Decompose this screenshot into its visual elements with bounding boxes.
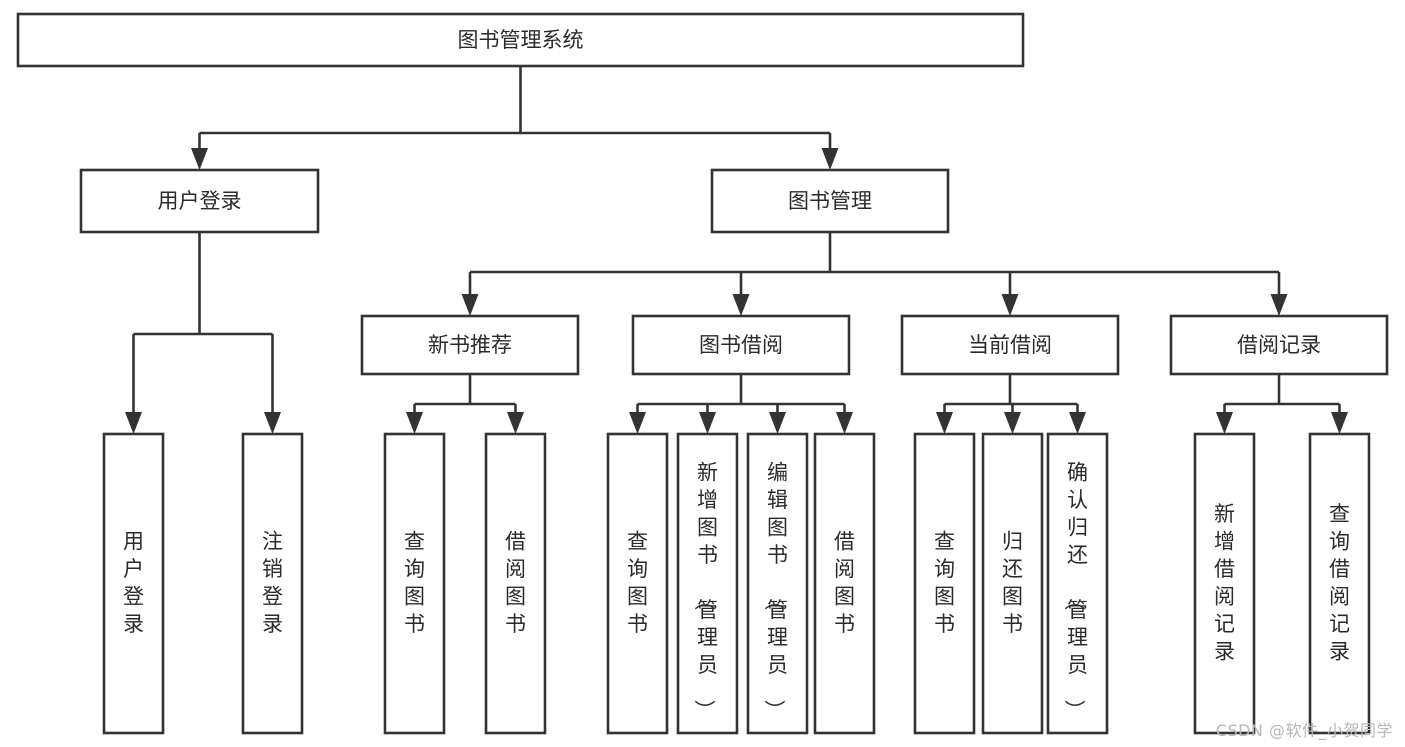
node-box-leaf-user-login[interactable] (102, 432, 165, 735)
node-box-leaf-query-book-3[interactable] (913, 432, 976, 735)
node-book-borrow[interactable]: 图书借阅 (631, 314, 851, 376)
node-leaf-query-book-2[interactable]: 查询图书 (606, 432, 669, 735)
node-box-leaf-borrow-book-2[interactable] (813, 432, 876, 735)
node-box-leaf-query-record[interactable] (1308, 432, 1371, 735)
node-leaf-query-book-1[interactable]: 查询图书 (383, 432, 446, 735)
node-label-leaf-query-book-3: 查询图书 (934, 529, 955, 636)
node-leaf-borrow-book-1[interactable]: 借阅图书 (484, 432, 547, 735)
node-book-manage[interactable]: 图书管理 (710, 168, 950, 234)
node-box-leaf-add-book-admin[interactable] (676, 432, 739, 735)
node-box-current-borrow[interactable] (900, 314, 1120, 376)
node-box-user-login[interactable] (79, 168, 320, 234)
node-box-leaf-query-book-1[interactable] (383, 432, 446, 735)
node-leaf-query-record[interactable]: 查询借阅记录 (1308, 432, 1371, 735)
node-label-book-manage: 图书管理 (788, 189, 872, 213)
connector-group-user-login (125, 232, 281, 434)
node-label-user-login: 用户登录 (158, 189, 242, 213)
node-leaf-query-book-3[interactable]: 查询图书 (913, 432, 976, 735)
node-label-leaf-add-record: 新增借阅记录 (1214, 502, 1235, 664)
node-box-leaf-add-record[interactable] (1193, 432, 1256, 735)
connector-group-current-borrow (936, 374, 1086, 434)
node-label-leaf-borrow-book-2: 借阅图书 (834, 529, 855, 636)
node-label-leaf-borrow-book-1: 借阅图书 (505, 529, 526, 636)
node-box-book-manage[interactable] (710, 168, 950, 234)
node-label-leaf-user-login: 用户登录 (123, 529, 144, 636)
node-box-leaf-borrow-book-1[interactable] (484, 432, 547, 735)
node-box-book-borrow[interactable] (631, 314, 851, 376)
node-label-leaf-query-record: 查询借阅记录 (1329, 502, 1350, 664)
node-label-root: 图书管理系统 (458, 28, 584, 52)
node-box-leaf-confirm-return[interactable] (1046, 432, 1109, 735)
node-box-new-book-recommend[interactable] (360, 314, 580, 376)
node-leaf-confirm-return[interactable]: 确认归还（管理员） (1046, 432, 1109, 735)
watermark-text: CSDN @软件_小贺同学 (1215, 721, 1393, 740)
node-user-login[interactable]: 用户登录 (79, 168, 320, 234)
node-label-book-borrow: 图书借阅 (699, 333, 783, 357)
node-label-borrow-record: 借阅记录 (1237, 333, 1321, 357)
node-label-leaf-confirm-return: 确认归还（管理员） (1062, 461, 1088, 721)
node-leaf-edit-book-admin[interactable]: 编辑图书（管理员） (746, 432, 809, 735)
node-label-leaf-query-book-1: 查询图书 (404, 529, 425, 636)
node-leaf-user-login[interactable]: 用户登录 (102, 432, 165, 735)
connector-group-borrow-record (1216, 374, 1348, 434)
node-leaf-add-record[interactable]: 新增借阅记录 (1193, 432, 1256, 735)
node-new-book-recommend[interactable]: 新书推荐 (360, 314, 580, 376)
connector-group-new-book-recommend (406, 374, 524, 434)
node-root[interactable]: 图书管理系统 (16, 12, 1025, 68)
connector-layer (125, 66, 1348, 434)
connector-group-book-manage (461, 232, 1288, 316)
node-label-current-borrow: 当前借阅 (968, 333, 1052, 357)
node-label-leaf-add-book-admin: 新增图书（管理员） (692, 461, 718, 721)
node-leaf-add-book-admin[interactable]: 新增图书（管理员） (676, 432, 739, 735)
node-borrow-record[interactable]: 借阅记录 (1169, 314, 1389, 376)
node-label-leaf-edit-book-admin: 编辑图书（管理员） (762, 461, 788, 721)
node-box-root[interactable] (16, 12, 1025, 68)
connector-group-book-borrow (629, 374, 853, 434)
node-leaf-return-book[interactable]: 归还图书 (981, 432, 1044, 735)
node-label-leaf-query-book-2: 查询图书 (627, 529, 648, 636)
node-label-new-book-recommend: 新书推荐 (428, 333, 512, 357)
node-label-leaf-return-book: 归还图书 (1002, 529, 1023, 636)
connector-group-root (191, 66, 839, 170)
node-box-leaf-user-logout[interactable] (241, 432, 304, 735)
node-box-leaf-return-book[interactable] (981, 432, 1044, 735)
node-layer: 图书管理系统用户登录图书管理新书推荐图书借阅当前借阅借阅记录用户登录注销登录查询… (16, 12, 1389, 735)
node-label-leaf-user-logout: 注销登录 (262, 529, 283, 636)
node-current-borrow[interactable]: 当前借阅 (900, 314, 1120, 376)
node-box-leaf-query-book-2[interactable] (606, 432, 669, 735)
node-box-leaf-edit-book-admin[interactable] (746, 432, 809, 735)
node-leaf-user-logout[interactable]: 注销登录 (241, 432, 304, 735)
node-box-borrow-record[interactable] (1169, 314, 1389, 376)
node-leaf-borrow-book-2[interactable]: 借阅图书 (813, 432, 876, 735)
